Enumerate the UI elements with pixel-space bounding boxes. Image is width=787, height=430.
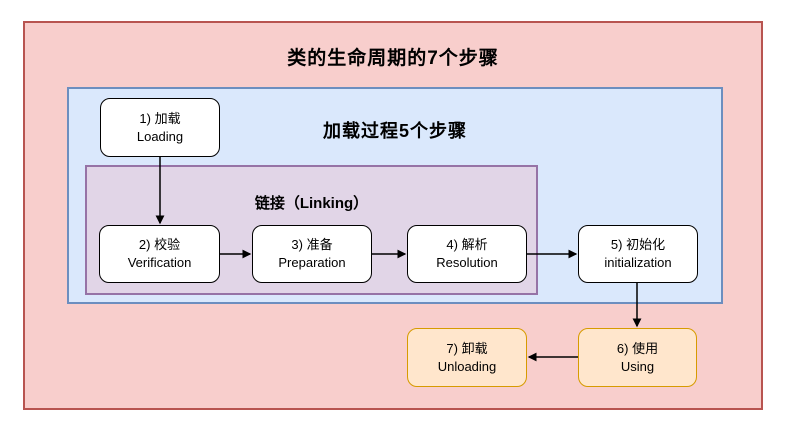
diagram-title: 类的生命周期的7个步骤	[287, 48, 499, 69]
linking-group-label: 链接（Linking）	[254, 195, 369, 212]
node-preparation: 3) 准备 Preparation	[252, 225, 372, 283]
node-verification: 2) 校验 Verification	[99, 225, 220, 283]
loading-process-group-label: 加载过程5个步骤	[322, 121, 467, 141]
node-initialization-label-en: initialization	[604, 255, 672, 270]
node-unloading: 7) 卸载 Unloading	[407, 328, 527, 387]
node-loading-label-zh: 1) 加载	[139, 110, 181, 126]
node-loading-label-en: Loading	[136, 128, 184, 144]
node-initialization: 5) 初始化 initialization	[578, 225, 698, 283]
node-verification-label-zh: 2) 校验	[138, 237, 181, 252]
node-unloading-label-zh: 7) 卸载	[446, 340, 488, 356]
node-using: 6) 使用 Using	[578, 328, 697, 387]
node-using-label-zh: 6) 使用	[616, 340, 659, 356]
node-unloading-label-en: Unloading	[437, 358, 497, 374]
node-using-label-en: Using	[620, 358, 655, 374]
node-resolution: 4) 解析 Resolution	[407, 225, 527, 283]
node-resolution-label-en: Resolution	[436, 255, 498, 270]
node-preparation-label-zh: 3) 准备	[291, 237, 333, 252]
node-initialization-label-zh: 5) 初始化	[610, 237, 666, 252]
node-resolution-label-zh: 4) 解析	[446, 237, 488, 252]
node-verification-label-en: Verification	[127, 255, 192, 270]
node-loading: 1) 加载 Loading	[100, 98, 220, 157]
node-preparation-label-en: Preparation	[278, 255, 346, 270]
